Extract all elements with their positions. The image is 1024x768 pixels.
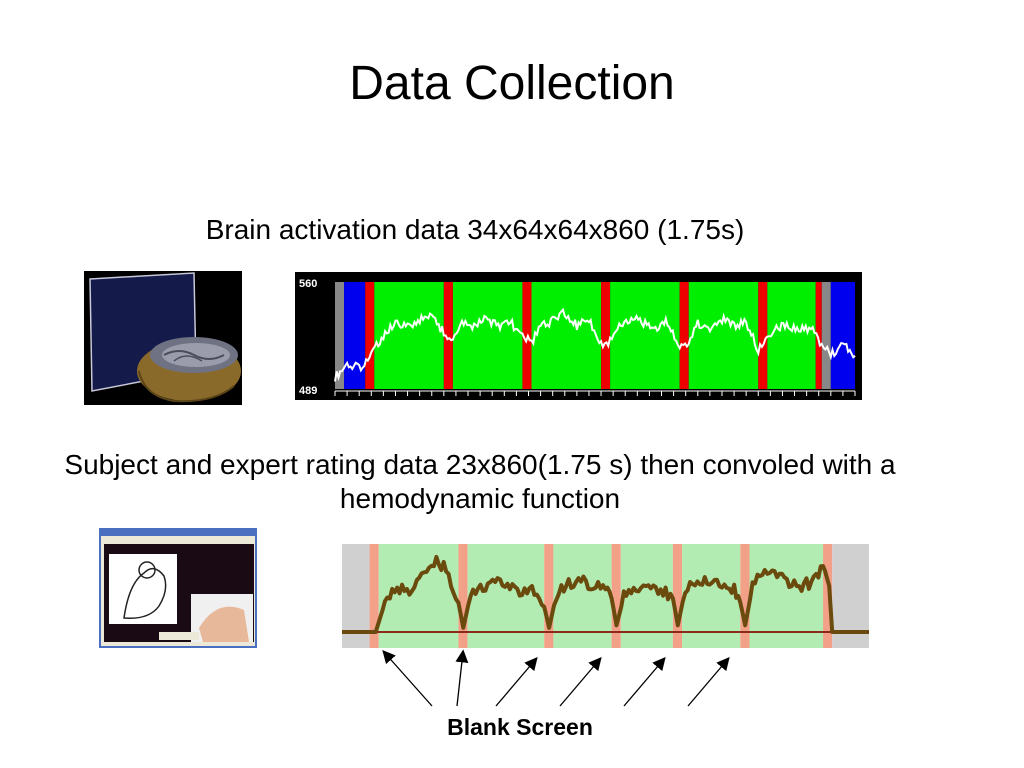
fmri-segment-blue: [830, 282, 855, 389]
fmri-segment-red: [522, 282, 532, 389]
fmri-chart-svg: 560 489: [299, 278, 856, 397]
brain-data-subtitle: Brain activation data 34x64x64x860 (1.75…: [205, 214, 745, 245]
rating-trace-chart: [342, 544, 869, 648]
rating-segment-block: [682, 544, 741, 648]
rating-segment-blank: [672, 544, 683, 648]
arrow-6: [687, 657, 730, 707]
blank-screen-label: Blank Screen: [447, 714, 593, 740]
fmri-segment-red: [601, 282, 611, 389]
rating-segment-blank: [544, 544, 554, 648]
rating-app-graphic: [99, 528, 257, 648]
rating-segment-blank: [823, 544, 833, 648]
rating-segment-blank: [458, 544, 468, 648]
rating-segment-blank: [740, 544, 750, 648]
brain-render-graphic: [89, 272, 241, 403]
fmri-segment-red: [365, 282, 375, 389]
fmri-segment-red: [758, 282, 768, 389]
fmri-segment-gray: [821, 282, 831, 389]
rating-chart-svg: [342, 544, 869, 648]
rating-segment-block: [467, 544, 545, 648]
arrow-4: [559, 657, 602, 707]
fmri-segment-green: [531, 282, 602, 389]
fmri-segment-green: [452, 282, 523, 389]
fmri-segment-green: [374, 282, 444, 389]
y-tick-max: 560: [299, 278, 317, 290]
fmri-segment-green: [767, 282, 816, 389]
slide-title: Data Collection: [349, 57, 675, 110]
fmri-segment-blue: [344, 282, 366, 389]
fmri-segment-green: [688, 282, 759, 389]
fmri-segment-green: [610, 282, 680, 389]
rating-segment-blank: [369, 544, 379, 648]
rating-segment-blank: [611, 544, 621, 648]
fmri-segment-red: [679, 282, 689, 389]
fmri-timecourse-chart: 560 489: [295, 272, 862, 400]
brain-render-image: [84, 271, 242, 405]
arrow-5: [623, 657, 666, 707]
fmri-segment-red: [443, 282, 453, 389]
arrow-2: [455, 649, 469, 707]
rating-app-image: [99, 528, 257, 648]
rating-segment-block: [553, 544, 612, 648]
fmri-signal-line: [334, 307, 856, 382]
rating-data-subtitle: Subject and expert rating data 23x860(1.…: [64, 449, 896, 514]
rating-segment-block: [749, 544, 824, 648]
fmri-segment-gray: [335, 282, 345, 389]
arrow-1: [382, 650, 433, 707]
fmri-segment-red: [815, 282, 822, 389]
y-tick-min: 489: [299, 385, 317, 397]
photo-frame: [109, 554, 177, 624]
rating-signal-line: [342, 554, 869, 634]
arrow-3: [495, 657, 538, 707]
